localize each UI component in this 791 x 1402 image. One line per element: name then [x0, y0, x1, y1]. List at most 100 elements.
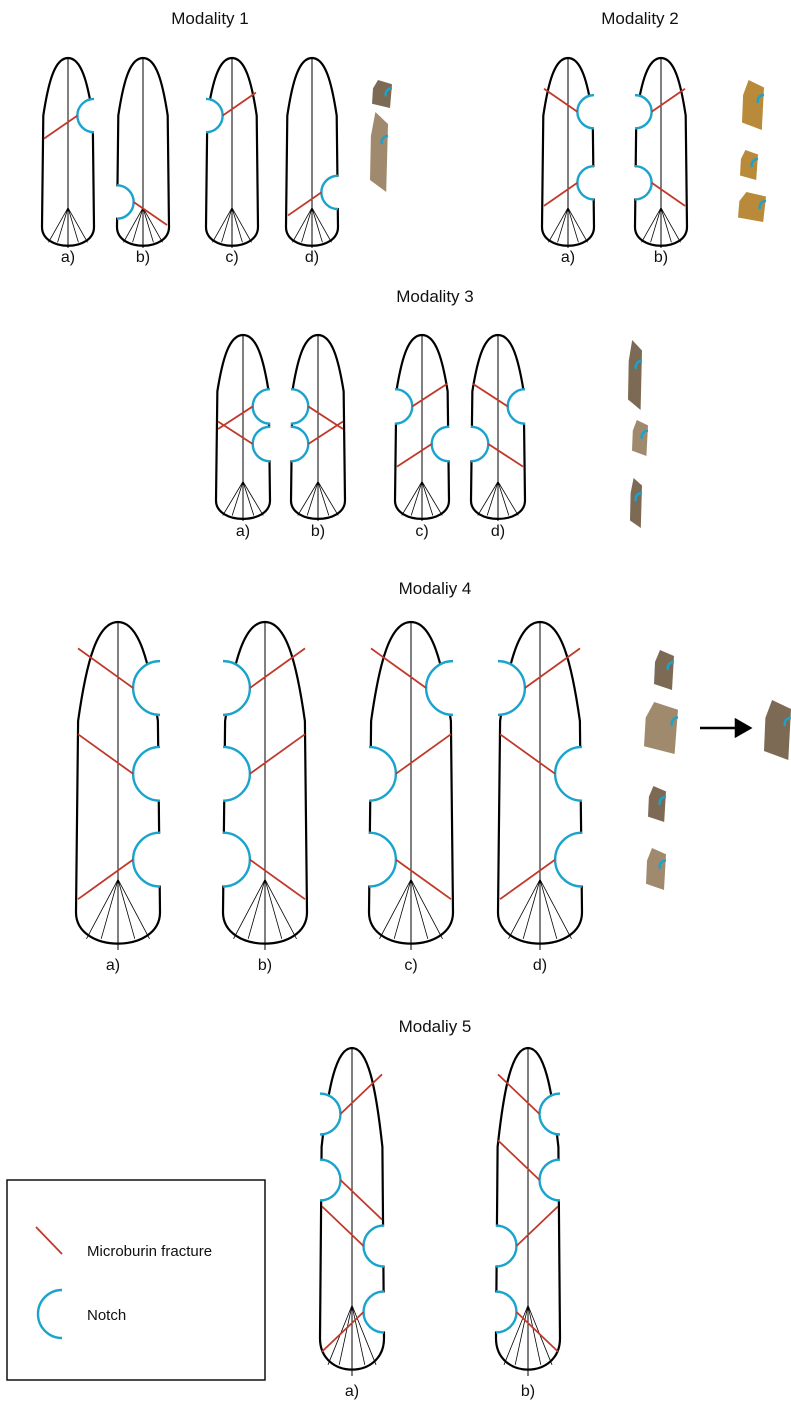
tool-1-b	[101, 58, 169, 248]
bulb-line	[568, 208, 578, 243]
microburin-fracture	[322, 1206, 364, 1246]
microburin-fracture	[78, 734, 133, 774]
tool-3-b	[275, 335, 345, 521]
notch-cover	[343, 748, 395, 800]
tool-2-a	[542, 58, 610, 248]
m3-label-d: d)	[491, 523, 505, 540]
modality-1-title: Modality 1	[171, 9, 248, 28]
bulb-line	[143, 208, 163, 243]
m3-label-b: b)	[311, 523, 325, 540]
bulb-line	[422, 482, 433, 516]
modality-4-title: Modaliy 4	[399, 579, 472, 598]
bulb-line	[302, 208, 312, 243]
microburin-fracture	[44, 116, 77, 139]
flint-photo	[630, 478, 642, 528]
bulb-line	[298, 482, 318, 516]
bulb-line	[293, 208, 313, 243]
microburin-fracture	[250, 648, 305, 688]
bulb-line	[243, 482, 263, 516]
microburin-fracture	[288, 192, 321, 215]
microburin-fracture	[223, 93, 256, 116]
bulb-line	[661, 208, 681, 243]
bulb-line	[402, 482, 422, 516]
microburin-fracture	[218, 421, 253, 444]
m4-label-d: d)	[533, 957, 547, 974]
m4-label-b: b)	[258, 957, 272, 974]
modality-2-title: Modality 2	[601, 9, 678, 28]
tool-4-b	[197, 622, 307, 950]
microburin-fracture	[544, 183, 577, 206]
microburin-fracture	[308, 421, 343, 444]
bulb-line	[222, 208, 232, 243]
m3-label-c: c)	[415, 523, 428, 540]
bulb-line	[422, 482, 442, 516]
legend: Microburin fracture Notch	[7, 1180, 265, 1380]
notch-legend-label: Notch	[87, 1307, 126, 1324]
bulb-line	[223, 482, 243, 516]
flint-photo	[648, 786, 666, 822]
bulb-line	[528, 1305, 541, 1364]
bulb-line	[49, 208, 69, 243]
microburin-fracture	[500, 734, 555, 774]
flint-photo	[628, 340, 642, 410]
bulb-line	[523, 879, 540, 938]
microburin-fracture	[397, 444, 432, 467]
bulb-line	[394, 879, 411, 938]
notch-cover	[134, 748, 186, 800]
m5-label-b: b)	[521, 1383, 535, 1400]
tool-3-d	[455, 335, 542, 521]
notch-cover	[556, 748, 608, 800]
bulb-line	[498, 482, 518, 516]
notch-cover	[197, 748, 249, 800]
flint-photo	[646, 848, 666, 890]
arrow-right-icon	[700, 720, 750, 736]
bulb-line	[68, 208, 88, 243]
microburin-fracture	[371, 648, 426, 688]
flint-photo	[740, 150, 758, 180]
m5-label-a: a)	[345, 1383, 359, 1400]
modality-5-title: Modaliy 5	[399, 1017, 472, 1036]
bulb-line	[558, 208, 568, 243]
bulb-line	[87, 879, 119, 938]
modality-3-title: Modality 3	[396, 287, 473, 306]
notch-cover	[197, 834, 249, 886]
m1-label-d: d)	[305, 249, 319, 266]
bulb-line	[411, 879, 443, 938]
tool-4-a	[76, 622, 186, 950]
bulb-line	[58, 208, 68, 243]
microburin-fracture	[396, 860, 451, 900]
bulb-line	[498, 482, 509, 516]
flint-photo	[644, 702, 678, 754]
flint-photo	[632, 420, 648, 456]
bulb-line	[232, 208, 242, 243]
microburin-fracture	[498, 1140, 540, 1180]
flint-photo	[654, 650, 674, 690]
bulb-line	[68, 208, 78, 243]
m1-label-c: c)	[225, 249, 238, 266]
m4-label-a: a)	[106, 957, 120, 974]
microburin-fracture	[544, 89, 577, 112]
bulb-line	[661, 208, 671, 243]
bulb-line	[307, 482, 318, 516]
tool-4-d	[472, 622, 608, 950]
m1-label-a: a)	[61, 249, 75, 266]
tool-4-c	[343, 622, 479, 950]
flint-photo	[370, 112, 388, 192]
notch-cover	[472, 662, 524, 714]
notch-cover	[427, 662, 479, 714]
microburin-fracture	[250, 734, 305, 774]
tool-1-d	[286, 58, 354, 248]
bulb-line	[118, 879, 135, 938]
microburin-fracture	[516, 1206, 558, 1246]
flint-photo	[742, 80, 764, 130]
bulb-line	[540, 879, 572, 938]
notch-cover	[134, 834, 186, 886]
notch-cover	[134, 662, 186, 714]
bulb-line	[265, 879, 282, 938]
bulb-line	[380, 879, 412, 938]
bulb-line	[118, 879, 150, 938]
bulb-line	[265, 879, 297, 938]
microburin-fracture	[488, 444, 523, 467]
bulb-line	[232, 482, 243, 516]
microburin-fracture	[396, 734, 451, 774]
